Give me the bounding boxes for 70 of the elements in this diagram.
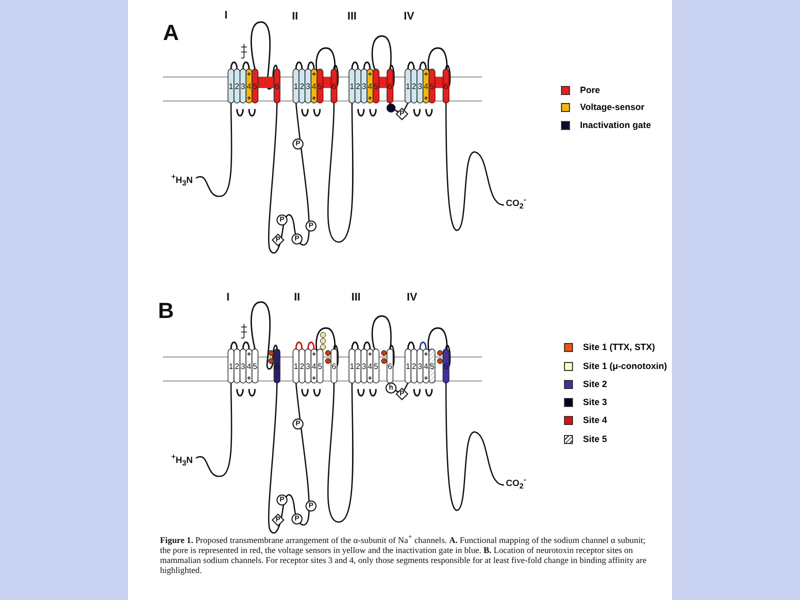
legend-label: Pore	[580, 85, 600, 95]
legend-label: Site 1 (μ-conotoxin)	[583, 361, 668, 371]
segment-number: 5	[318, 363, 322, 371]
terminus-label: $^{+}$H$_{3}$N	[171, 452, 193, 468]
legend-label: Voltage-sensor	[580, 102, 644, 112]
segment-number: 6	[444, 363, 448, 371]
segment-number: 5	[374, 363, 378, 371]
segment-number: 5	[252, 83, 258, 91]
segment-number: 4	[246, 363, 252, 371]
segment-number: 6	[332, 83, 336, 91]
segment-number: 3	[240, 83, 246, 91]
segment-number: 1	[294, 83, 298, 91]
segment-number: 2	[234, 83, 240, 91]
segment-number: 4	[368, 83, 372, 91]
panel-letter: B	[158, 300, 174, 322]
segment-number: 1	[294, 363, 298, 371]
domain-numeral: III	[347, 12, 357, 22]
segment-number: 3	[362, 363, 366, 371]
segment-number: 1	[350, 363, 354, 371]
segment-number: 4	[246, 83, 252, 91]
segment-number: 1	[228, 83, 234, 91]
segment-number: 3	[306, 363, 310, 371]
segment-number: 6	[274, 363, 280, 371]
segment-number: 3	[306, 83, 310, 91]
segment-number: 2	[356, 363, 360, 371]
terminus-label: $^{+}$H$_{3}$N	[171, 172, 193, 188]
domain-numeral: I	[224, 10, 228, 22]
domain-numeral: I	[226, 292, 230, 304]
segment-number: 5	[252, 363, 258, 371]
domain-numeral: IV	[404, 12, 414, 22]
legend-label: Site 1 (TTX, STX)	[583, 342, 656, 352]
segment-number: 1	[228, 363, 234, 371]
segment-number: 3	[362, 83, 366, 91]
segment-number: 4	[368, 363, 372, 371]
segment-number: 2	[412, 83, 416, 91]
domain-numeral: III	[351, 292, 361, 304]
panel-letter: A	[163, 22, 179, 44]
legend-label: Inactivation gate	[580, 120, 652, 130]
segment-number: 4	[424, 363, 428, 371]
domain-numeral: IV	[406, 292, 418, 304]
segment-number: 1	[406, 83, 410, 91]
segment-number: 6	[388, 83, 392, 91]
segment-number: 3	[418, 363, 422, 371]
segment-number: 5	[374, 83, 378, 91]
segment-number: 5	[430, 83, 434, 91]
segment-number: 1	[406, 363, 410, 371]
segment-number: 3	[240, 363, 246, 371]
segment-number: 6	[274, 83, 280, 91]
figure-caption: Figure 1. Proposed transmembrane arrangement of the α-subunit of Na$^{+}$ channels. A. Functional mapping of the sodium channel α subunit; the pore is represented in red, the voltage sensors in yellow and the inactivation gate in blue. B. Location of neurotoxin receptor sites on mammalian sodium channels. For receptor sites 3 and 4, only those segments responsible for at least five-fold change in binding affinity are highlighted.	[160, 533, 648, 576]
legend-label: Site 5	[583, 434, 608, 444]
segment-number: 4	[312, 83, 316, 91]
segment-number: 5	[318, 83, 322, 91]
segment-number: 6	[388, 363, 392, 371]
legend-label: Site 2	[583, 379, 608, 389]
legend-label: Site 3	[583, 397, 608, 407]
domain-numeral: II	[294, 292, 300, 304]
segment-number: 2	[300, 363, 304, 371]
segment-number: 2	[412, 363, 416, 371]
segment-number: 4	[424, 83, 428, 91]
segment-number: 6	[332, 363, 336, 371]
segment-number: 4	[312, 363, 316, 371]
segment-number: 5	[430, 363, 434, 371]
legend-label: Site 4	[583, 415, 608, 425]
segment-number: 1	[350, 83, 354, 91]
domain-numeral: II	[292, 12, 298, 22]
segment-number: 2	[234, 363, 240, 371]
segment-number: 3	[418, 83, 422, 91]
segment-number: 2	[300, 83, 304, 91]
segment-number: 6	[444, 83, 448, 91]
segment-number: 2	[356, 83, 360, 91]
